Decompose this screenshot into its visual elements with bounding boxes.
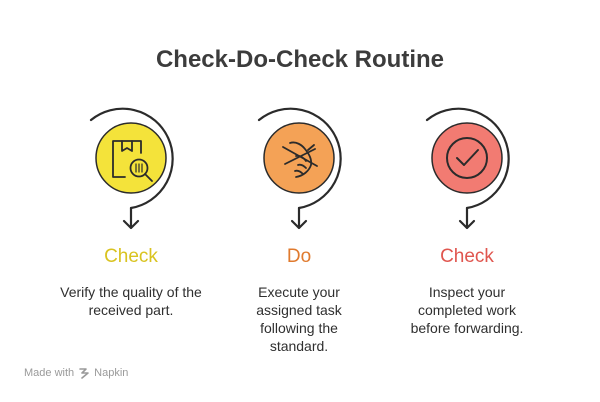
step-3-circle bbox=[431, 122, 503, 194]
step-3-label: Check bbox=[440, 246, 494, 267]
made-with-text: Made with bbox=[24, 367, 75, 379]
step-2-ring bbox=[257, 107, 342, 210]
step-1-description: Verify the quality of the received part. bbox=[60, 284, 202, 318]
step-1-label: Check bbox=[104, 246, 158, 267]
check-circle-icon bbox=[446, 137, 488, 179]
step-1-graphic bbox=[89, 107, 174, 230]
step-3-graphic bbox=[425, 107, 510, 230]
step-2-description: Execute your assigned task following the… bbox=[256, 284, 342, 354]
footer: Made with Napkin bbox=[24, 367, 128, 379]
step-1-arrow bbox=[122, 206, 140, 230]
step-3-description: Inspect your completed work before forwa… bbox=[410, 284, 524, 336]
step-2-label: Do bbox=[286, 246, 312, 267]
package-search-icon bbox=[112, 140, 153, 182]
napkin-brand: Napkin bbox=[94, 367, 129, 379]
step-1-ring bbox=[89, 107, 174, 210]
step-2-arrow bbox=[290, 206, 308, 230]
page-title: Check-Do-Check Routine bbox=[155, 46, 445, 73]
step-3-ring bbox=[425, 107, 510, 210]
hands-working-icon bbox=[282, 141, 318, 178]
step-2-graphic bbox=[257, 107, 342, 230]
napkin-logo-icon bbox=[79, 368, 89, 379]
step-3-arrow bbox=[458, 206, 476, 230]
step-1-circle bbox=[95, 122, 167, 194]
